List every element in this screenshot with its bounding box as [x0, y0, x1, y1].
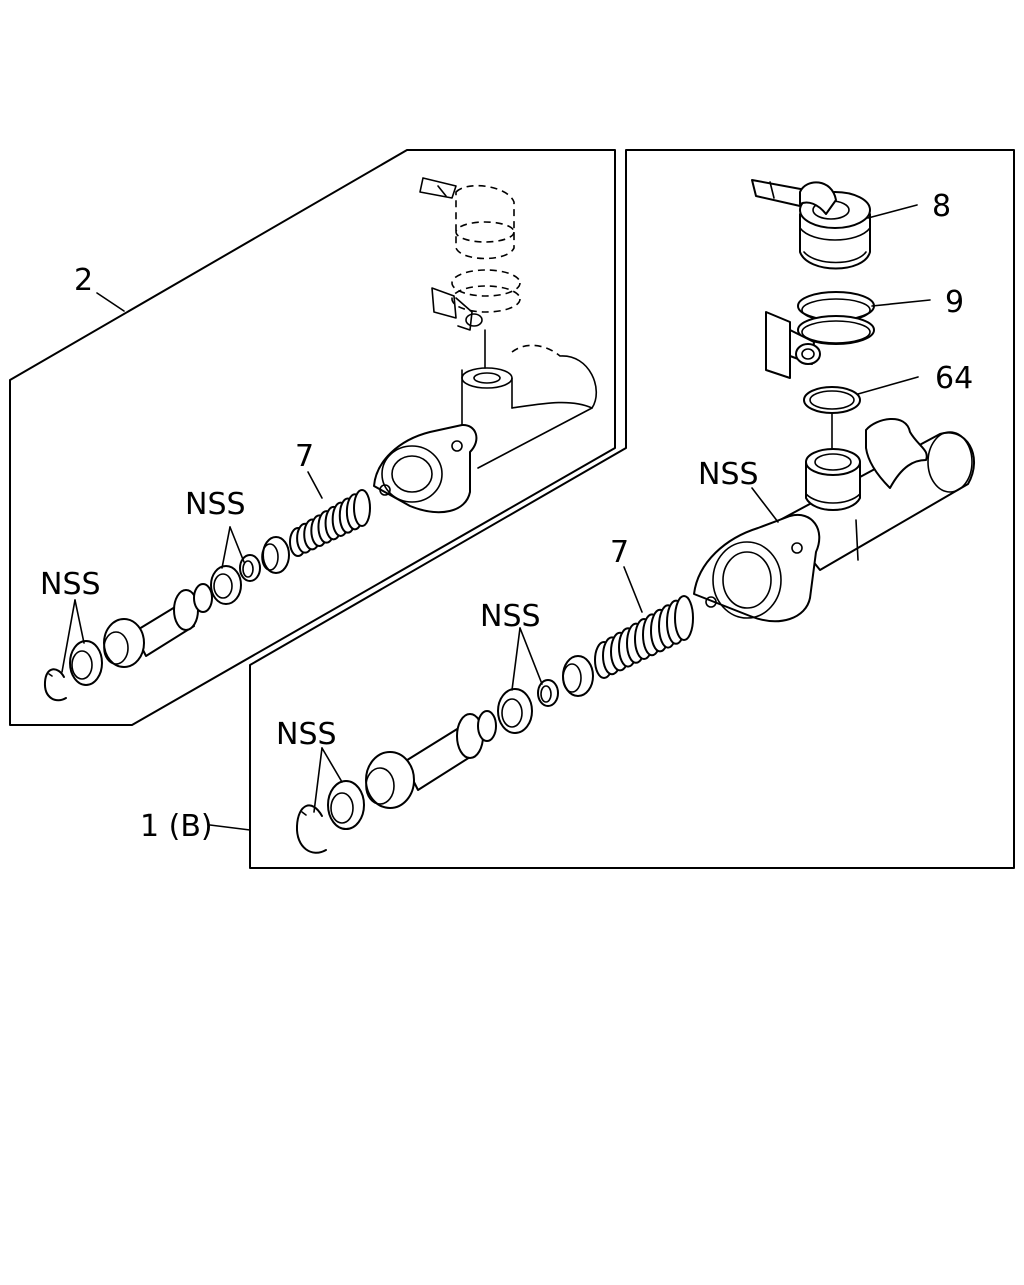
- seal-small-left: [239, 554, 261, 582]
- seal-small-right: [537, 679, 559, 707]
- reservoir-elbow-left: [419, 177, 515, 260]
- washer-right: [497, 688, 533, 734]
- seal-cup-left: [261, 536, 290, 574]
- leaders-right: [209, 204, 931, 831]
- piston-left: [103, 583, 213, 668]
- seal-cup-right: [562, 655, 594, 697]
- piston-right: [365, 710, 497, 809]
- callout-2: 2: [74, 263, 93, 298]
- nss-label-left-upper: NSS: [185, 487, 246, 522]
- cylinder-body-right: [693, 417, 975, 623]
- callout-64: 64: [935, 361, 973, 396]
- spring-left: [289, 489, 371, 557]
- assembly-1b-frame: [249, 149, 1015, 869]
- bushing-right: [327, 780, 365, 830]
- washer-64: [803, 386, 861, 414]
- nss-label-left-lower: NSS: [40, 567, 101, 602]
- hose-clamp-9: [765, 291, 875, 379]
- callout-8: 8: [932, 189, 951, 224]
- leaders-left: [61, 292, 323, 673]
- snap-ring-right: [295, 804, 327, 854]
- washer-left: [210, 565, 242, 605]
- nss-label-right-lower: NSS: [276, 717, 337, 752]
- callout-7-left: 7: [295, 439, 314, 474]
- assembly-2-panel: 2 7 NSS NSS: [9, 149, 616, 726]
- spring-coil: [674, 595, 694, 641]
- hose-clamp-left: [431, 269, 521, 331]
- spring-coil: [353, 489, 371, 527]
- callout-7-right: 7: [610, 535, 629, 570]
- nss-label-right-middle: NSS: [480, 599, 541, 634]
- assembly-2-frame: [9, 149, 616, 726]
- reservoir-elbow-8: [751, 179, 871, 270]
- callout-9: 9: [945, 285, 964, 320]
- snap-ring-left: [43, 668, 67, 702]
- callout-1b: 1 (B): [140, 809, 213, 844]
- nss-label-right-body: NSS: [698, 457, 759, 492]
- assembly-1b-panel: 8 9 64 NSS 7 NSS NSS 1 (B): [140, 149, 1015, 869]
- spring-right: [594, 595, 694, 679]
- cylinder-body-left: [373, 344, 597, 514]
- bushing-left: [69, 640, 103, 686]
